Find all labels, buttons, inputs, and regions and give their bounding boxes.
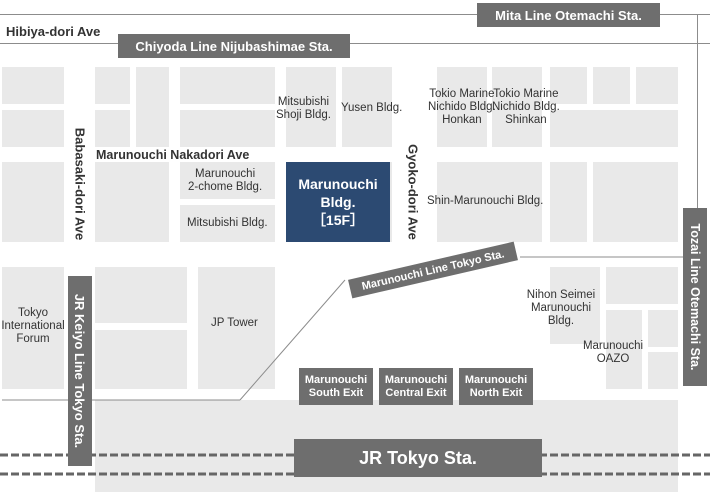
block-oazo: [606, 310, 642, 389]
chiyoda-line-station-badge: Chiyoda Line Nijubashimae Sta.: [118, 34, 350, 58]
block-yusen: [342, 67, 392, 147]
block-mitsubishi: [180, 205, 275, 242]
block: [550, 162, 587, 242]
block: [550, 110, 678, 147]
road-line-right: [697, 14, 698, 214]
marunouchi-north-exit: Marunouchi North Exit: [459, 368, 533, 405]
marunouchi-south-exit: Marunouchi South Exit: [299, 368, 373, 405]
block: [2, 162, 64, 242]
block-nihon-seimei: [550, 267, 600, 344]
block: [95, 330, 187, 389]
mita-line-station-badge: Mita Line Otemachi Sta.: [477, 3, 660, 27]
mitsubishi-label: Mitsubishi Bldg.: [187, 217, 268, 229]
mitsubishi-shoji-label: Mitsubishi Shoji Bldg.: [276, 96, 331, 121]
block: [648, 352, 678, 389]
jr-keiyo-line-station-badge: JR Keiyo Line Tokyo Sta.: [68, 276, 92, 466]
gyoko-dori-label: Gyoko-dori Ave: [405, 144, 421, 240]
jp-tower-label: JP Tower: [211, 317, 258, 329]
block: [593, 162, 678, 242]
block: [95, 67, 130, 104]
block: [180, 67, 275, 104]
block: [180, 110, 275, 147]
block-marunouchi-2chome: [180, 162, 275, 199]
target-building-name: Marunouchi Bldg.: [298, 176, 378, 210]
block: [606, 267, 678, 304]
block: [95, 267, 187, 323]
block: [648, 310, 678, 347]
block-tm-honkan: [437, 67, 487, 147]
block: [95, 110, 130, 147]
road-line-top: [0, 14, 710, 15]
block: [2, 67, 64, 104]
block: [136, 67, 169, 147]
block-tm-shinkan: [492, 67, 542, 147]
jr-tokyo-station-badge: JR Tokyo Sta.: [294, 439, 542, 477]
block: [593, 67, 630, 104]
block: [2, 110, 64, 147]
tozai-line-station-badge: Tozai Line Otemachi Sta.: [683, 208, 707, 386]
block: [95, 162, 169, 242]
nihon-seimei-label: Nihon Seimei Marunouchi Bldg.: [526, 289, 596, 327]
road-line-hibiya: [0, 43, 710, 44]
oazo-label: Marunouchi OAZO: [582, 340, 644, 365]
target-building: Marunouchi Bldg. ［15F］: [286, 162, 390, 242]
tokio-marine-honkan-label: Tokio Marine Nichido Bldg. Honkan: [428, 88, 496, 126]
block: [550, 67, 587, 104]
tokyo-forum-label: Tokyo International Forum: [1, 307, 65, 345]
marunouchi-line-route: [239, 279, 346, 401]
block-jp-tower: [198, 267, 275, 389]
block-shin-marunouchi: [437, 162, 542, 242]
babasaki-dori-label: Babasaki-dori Ave: [72, 127, 88, 241]
block: [636, 67, 678, 104]
marunouchi-2chome-label: Marunouchi 2-chome Bldg.: [188, 168, 263, 193]
shin-marunouchi-label: Shin-Marunouchi Bldg.: [427, 195, 544, 207]
target-building-floor: ［15F］: [311, 212, 365, 228]
hibiya-dori-label: Hibiya-dori Ave: [6, 24, 101, 39]
nakadori-label: Marunouchi Nakadori Ave: [96, 148, 250, 162]
marunouchi-central-exit: Marunouchi Central Exit: [379, 368, 453, 405]
block-tokyo-forum: [2, 267, 64, 389]
yusen-label: Yusen Bldg.: [341, 102, 403, 114]
tokio-marine-shinkan-label: Tokio Marine Nichido Bldg. Shinkan: [492, 88, 560, 126]
block-mitsubishi-shoji: [286, 67, 336, 147]
